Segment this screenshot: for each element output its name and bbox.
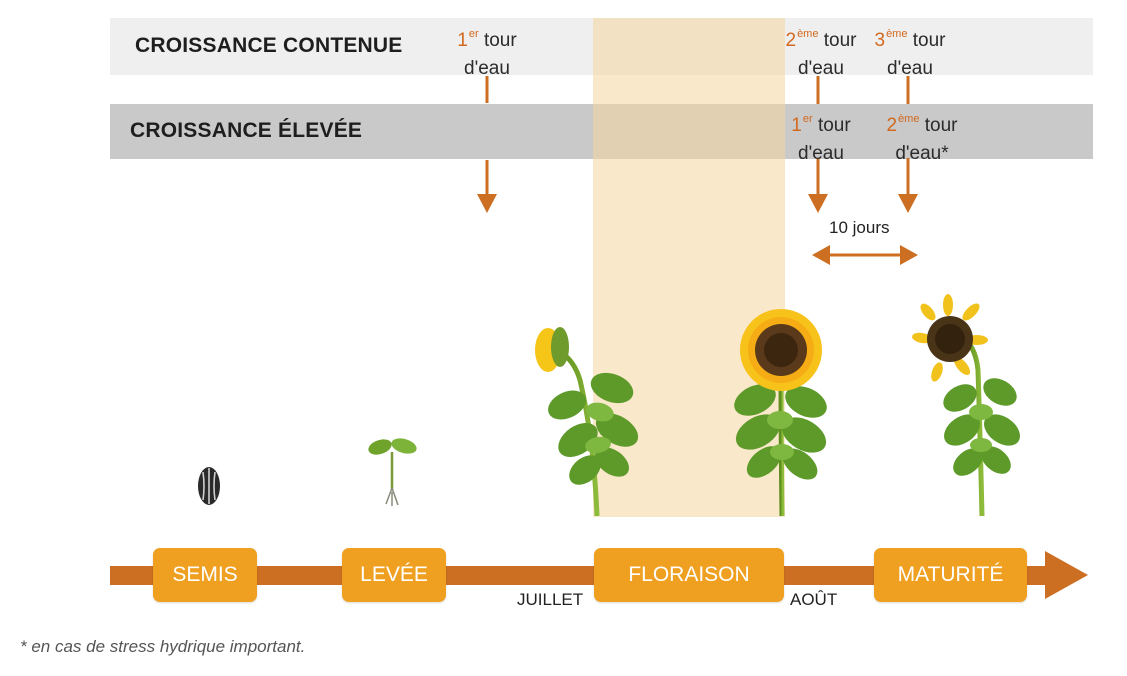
sunflower-budding-icon xyxy=(535,327,639,517)
water-round-arrow-elevee-1 xyxy=(808,158,828,213)
stage-levee: LEVÉE xyxy=(342,548,446,602)
footnote: * en cas de stress hydrique important. xyxy=(20,637,306,656)
month-juillet: JUILLET xyxy=(517,590,584,609)
water-round-elevee-1: 1er tour d'eau xyxy=(791,113,851,164)
month-aout: AOÛT xyxy=(790,590,838,609)
water-round-contenue-3: 3ème tour d'eau xyxy=(874,28,946,79)
sunflower-mature-icon xyxy=(912,294,1021,517)
seedling-icon xyxy=(368,438,417,506)
seed-icon xyxy=(198,467,220,505)
stage-maturite: MATURITÉ xyxy=(874,548,1027,602)
water-round-arrow-contenue-1 xyxy=(477,76,497,213)
water-round-arrow-elevee-2 xyxy=(898,158,918,213)
water-round-contenue-2: 2ème tour d'eau xyxy=(785,28,857,79)
sunflower-bloom-icon xyxy=(734,309,827,517)
water-round-elevee-2: 2ème tour d'eau* xyxy=(886,113,958,164)
band-label-contenue: CROISSANCE CONTENUE xyxy=(135,34,403,57)
interval-double-arrow xyxy=(812,245,918,265)
stage-floraison: FLORAISON xyxy=(594,548,784,602)
stage-semis: SEMIS xyxy=(153,548,257,602)
interval-label: 10 jours xyxy=(829,218,890,237)
band-label-elevee: CROISSANCE ÉLEVÉE xyxy=(130,119,363,142)
water-round-contenue-1: 1er tour d'eau xyxy=(457,28,517,79)
